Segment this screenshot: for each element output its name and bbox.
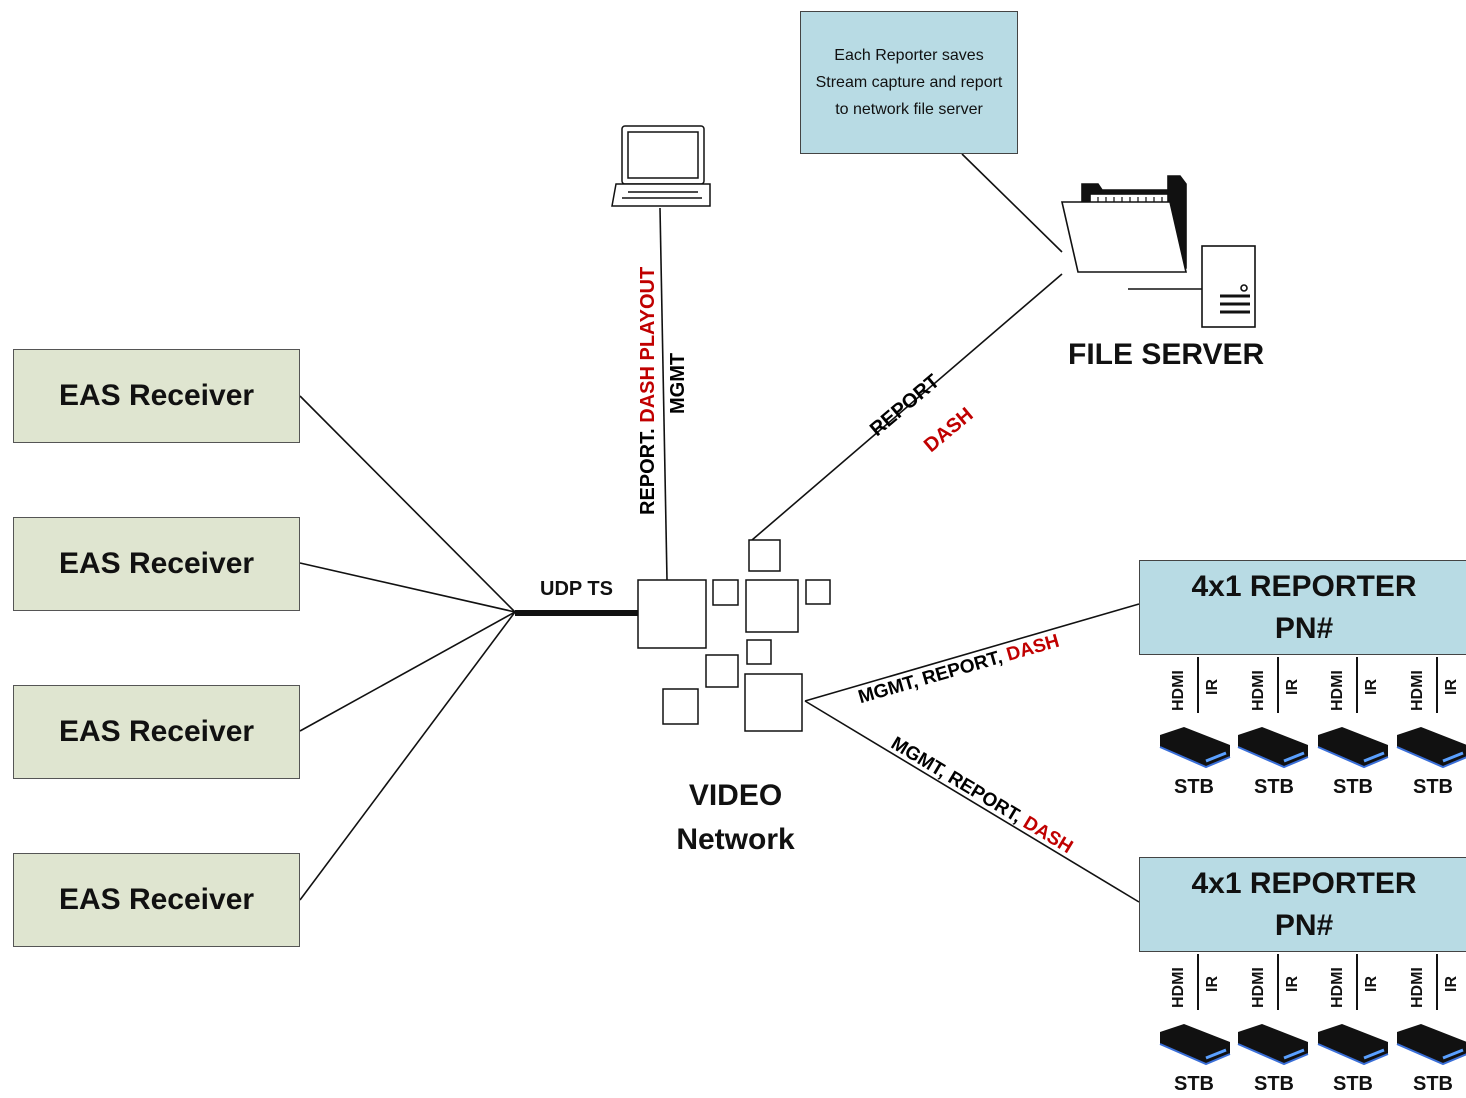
server-tower-icon <box>1201 245 1256 328</box>
hdmi-label: HDMI <box>1409 670 1426 711</box>
file-server-label: FILE SERVER <box>1068 338 1265 371</box>
link-network-reporter1 <box>804 603 1140 702</box>
video-network-label: VIDEO Network <box>668 774 803 862</box>
ir-label: IR <box>1443 976 1460 992</box>
hdmi-label: HDMI <box>1170 967 1187 1008</box>
ir-label: IR <box>1284 679 1301 695</box>
ir-label: IR <box>1204 679 1221 695</box>
port-group: HDMI IR <box>1170 655 1250 715</box>
reporter-pn: PN# <box>1274 908 1334 942</box>
stb-label: STB <box>1333 1073 1373 1095</box>
hdmi-label: HDMI <box>1329 967 1346 1008</box>
note-text: Each Reporter saves Stream capture and r… <box>815 47 1003 118</box>
link-network-reporter2 <box>804 700 1140 903</box>
eas-receiver-label: EAS Receiver <box>58 379 255 412</box>
port-group: HDMI IR <box>1409 952 1466 1012</box>
reporter-box-1: 4x1 REPORTER PN# <box>1139 560 1466 655</box>
ir-label: IR <box>1204 976 1221 992</box>
video-network-icon <box>637 539 831 732</box>
dash-playout-text: DASH PLAYOUT <box>637 266 659 423</box>
stb-label: STB <box>1254 1073 1294 1095</box>
report-text: REPORT. <box>637 422 659 515</box>
stb-label: STB <box>1174 1073 1214 1095</box>
stb-label: STB <box>1413 1073 1453 1095</box>
port-group: HDMI IR <box>1170 952 1250 1012</box>
hdmi-label: HDMI <box>1250 967 1267 1008</box>
link-eas1-hub <box>299 395 516 613</box>
link-eas4-hub <box>299 611 516 901</box>
video-network-line2: Network <box>676 823 795 856</box>
ir-label: IR <box>1363 679 1380 695</box>
port-group: HDMI IR <box>1409 655 1466 715</box>
link-note-folder <box>961 153 1063 253</box>
reporter-title: 4x1 REPORTER <box>1191 569 1417 603</box>
ir-label: IR <box>1443 679 1460 695</box>
video-network-line1: VIDEO <box>688 779 783 812</box>
eas-receiver-label: EAS Receiver <box>58 883 255 916</box>
stb-label: STB <box>1254 776 1294 798</box>
port-group: HDMI IR <box>1329 952 1409 1012</box>
eas-receiver-4: EAS Receiver <box>13 853 300 947</box>
stb-label: STB <box>1174 776 1214 798</box>
hdmi-label: HDMI <box>1170 670 1187 711</box>
stb-label: STB <box>1413 776 1453 798</box>
link-eas2-hub <box>299 562 516 613</box>
hdmi-label: HDMI <box>1250 670 1267 711</box>
port-group: HDMI IR <box>1329 655 1409 715</box>
reporter-box-2: 4x1 REPORTER PN# <box>1139 857 1466 952</box>
eas-receiver-1: EAS Receiver <box>13 349 300 443</box>
udp-ts-label: UDP TS <box>540 578 613 600</box>
hdmi-label: HDMI <box>1329 670 1346 711</box>
ir-label: IR <box>1363 976 1380 992</box>
mgmt-label: MGMT <box>667 352 689 414</box>
eas-receiver-label: EAS Receiver <box>58 715 255 748</box>
link-network-fileserver <box>751 273 1063 541</box>
laptop-icon <box>611 125 711 207</box>
reporter-title: 4x1 REPORTER <box>1191 866 1417 900</box>
hdmi-label: HDMI <box>1409 967 1426 1008</box>
stb-label: STB <box>1333 776 1373 798</box>
ir-label: IR <box>1284 976 1301 992</box>
port-group: HDMI IR <box>1250 952 1330 1012</box>
folder-icon <box>1060 175 1188 273</box>
port-group: HDMI IR <box>1250 655 1330 715</box>
laptop-link-label: REPORT. DASH PLAYOUT <box>637 267 660 515</box>
eas-receiver-3: EAS Receiver <box>13 685 300 779</box>
reporter-pn: PN# <box>1274 611 1334 645</box>
note-box: Each Reporter saves Stream capture and r… <box>800 11 1018 154</box>
eas-receiver-2: EAS Receiver <box>13 517 300 611</box>
link-laptop-network <box>659 207 668 581</box>
link-eas3-hub <box>299 611 516 732</box>
eas-receiver-label: EAS Receiver <box>58 547 255 580</box>
